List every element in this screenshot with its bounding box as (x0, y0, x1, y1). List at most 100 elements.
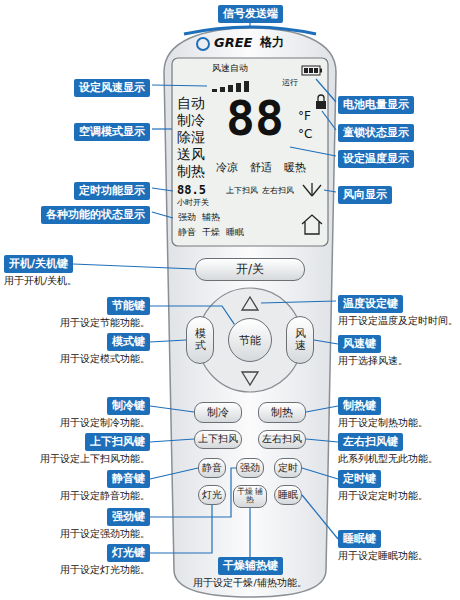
callout-label: 设定温度显示 (338, 147, 414, 168)
callout-label: 模式键用于设定模式功能。 (0, 330, 150, 365)
speed-bar (236, 83, 241, 92)
remote-button: 上下扫风 (194, 430, 242, 449)
speed-bar (220, 87, 225, 92)
callout-heading: 风速键 (338, 335, 381, 353)
callout-heading: 电池电量显示 (338, 96, 414, 114)
child-lock-icon (316, 95, 326, 109)
lcd-text: 小时开关 (177, 199, 209, 208)
display-leaders (152, 79, 336, 218)
lcd-text: 睡眠 (226, 227, 244, 237)
callout-description: 用于设定静音功能。 (0, 490, 150, 502)
callout-label: 开机/关机键用于开机/关机。 (4, 252, 77, 287)
lcd-text: °F (298, 110, 311, 124)
remote-button: 定时 (274, 458, 302, 478)
speed-bar (244, 81, 249, 92)
callout-label: 干燥辅热键用于设定干燥/辅热功能。 (150, 554, 350, 589)
callout-label: 强劲键用于设定强劲功能。 (0, 505, 150, 540)
button-label: 睡眠 (278, 488, 298, 502)
callout-description: 用于设定灯光功能。 (0, 564, 150, 576)
leader-line (324, 190, 336, 192)
remote-button: 干燥 辅热 (233, 485, 267, 508)
callout-label: 童锁状态显示 (338, 121, 414, 142)
lcd-text: 运行 (282, 78, 298, 87)
lock-shackle (318, 95, 324, 101)
button-label: 定时 (278, 461, 298, 475)
leader-line (306, 406, 338, 412)
swing-icon (303, 183, 321, 196)
remote-button: 强劲 (236, 458, 264, 478)
battery-case (302, 66, 320, 75)
callout-description: 用于设定制冷功能。 (0, 417, 150, 429)
lcd-text: 送风 (177, 146, 205, 162)
callout-description: 用于开机/关机。 (4, 275, 77, 287)
callout-description: 用于设定睡眠功能。 (338, 550, 428, 562)
button-label: 节能 (239, 333, 261, 348)
callout-label: 上下扫风键用于设定上下扫风功能。 (0, 430, 150, 465)
leader-line (314, 340, 338, 344)
leader-line (306, 439, 338, 442)
callout-label: 风速键用于选择风速。 (338, 332, 408, 367)
remote-button: 左右扫风 (258, 430, 306, 449)
signal-emitter-mark (184, 27, 316, 34)
remote-button: 风速 (286, 316, 314, 364)
button-label: 制热 (271, 405, 293, 420)
speed-bar (212, 89, 217, 92)
callout-heading: 设定风速显示 (74, 79, 150, 97)
callout-label: 灯光键用于设定灯光功能。 (0, 541, 150, 576)
button-label: 风速 (295, 328, 306, 352)
callout-description: 此系列机型无此功能。 (338, 453, 438, 465)
callout-label: 设定风速显示 (0, 76, 150, 97)
fan-speed-bars (212, 81, 249, 92)
callout-heading: 开机/关机键 (4, 255, 73, 273)
callout-heading: 睡眠键 (338, 530, 381, 548)
callout-label: 节能键用于设定节能功能。 (0, 294, 150, 329)
logo-text: GREE (214, 36, 252, 51)
lcd-text: 静音 (178, 227, 196, 237)
callout-description: 用于设定模式功能。 (0, 353, 150, 365)
battery-icon (302, 66, 322, 75)
callout-label: 定时键用于设定定时功能。 (338, 467, 428, 502)
button-label: 静音 (202, 461, 222, 475)
button-label: 灯光 (202, 488, 222, 502)
callout-label: 空调模式显示 (0, 120, 150, 141)
logo-mark (197, 38, 209, 50)
callout-heading: 强劲键 (107, 508, 150, 526)
callout-description: 用于设定强劲功能。 (0, 528, 150, 540)
lcd-text: 88.5 (177, 184, 206, 196)
button-label: 左右扫风 (262, 433, 302, 446)
remote-body (164, 28, 336, 597)
callout-heading: 干燥辅热键 (218, 557, 283, 575)
lcd-text: 自动 (177, 95, 205, 111)
callout-description: 用于设定定时功能。 (338, 490, 428, 502)
callout-heading: 信号发送端 (218, 5, 283, 23)
lcd-text: 风速自动 (212, 64, 248, 74)
home-icon (302, 215, 322, 234)
callout-description: 用于设定制热功能。 (338, 417, 428, 429)
button-label: 模式 (195, 328, 206, 352)
callout-heading: 制冷键 (107, 397, 150, 415)
callout-label: 左右扫风键此系列机型无此功能。 (338, 430, 438, 465)
up-arrow-key (242, 297, 258, 310)
remote-button: 灯光 (198, 485, 226, 505)
remote-button: 制热 (258, 402, 306, 423)
button-label: 强劲 (240, 461, 260, 475)
battery-cell (314, 68, 318, 73)
battery-nub (320, 69, 322, 73)
callout-heading: 左右扫风键 (338, 433, 403, 451)
callout-description: 用于选择风速。 (338, 355, 408, 367)
callout-heading: 温度设定键 (338, 295, 403, 313)
button-label: 上下扫风 (198, 433, 238, 446)
callout-label: 睡眠键用于设定睡眠功能。 (338, 527, 428, 562)
leader-line (150, 468, 198, 479)
swing-ray (311, 183, 312, 196)
leader-line (150, 439, 194, 442)
callout-heading: 定时功能显示 (74, 182, 150, 200)
callout-heading: 上下扫风键 (85, 433, 150, 451)
callout-heading: 静音键 (107, 470, 150, 488)
remote-button: 开/关 (195, 258, 305, 281)
leader-line (302, 495, 338, 539)
battery-cell (304, 68, 308, 73)
remote-button: 节能 (228, 318, 272, 362)
speed-bar (228, 85, 233, 92)
